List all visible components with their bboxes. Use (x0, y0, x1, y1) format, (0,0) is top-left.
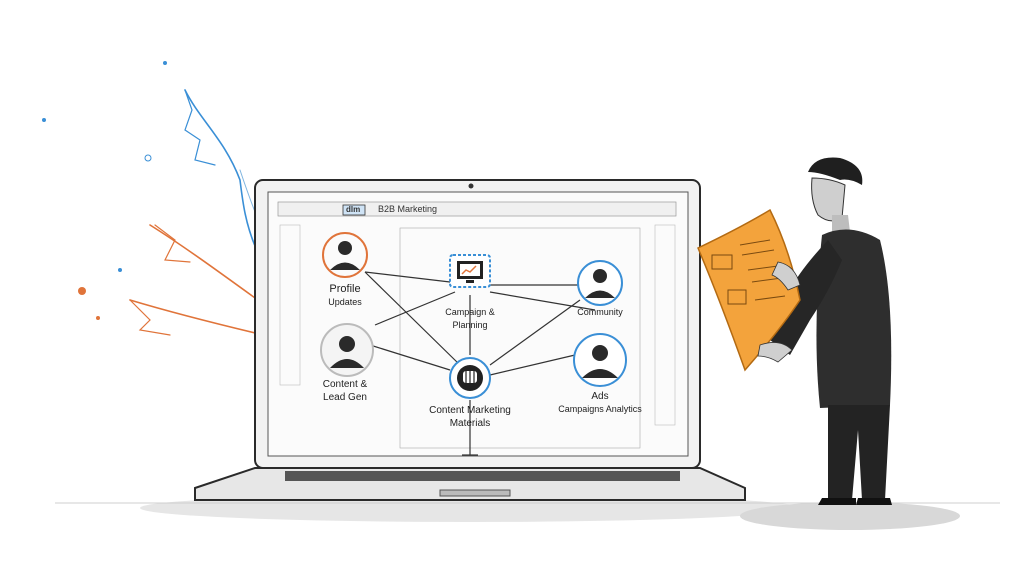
label-content-line2: Lead Gen (323, 392, 367, 403)
person-shadow (740, 502, 960, 530)
node-hub (449, 357, 491, 399)
person-neck (832, 215, 850, 232)
connection-lines (364, 271, 596, 456)
node-ads (573, 333, 627, 387)
person-hand-lower (757, 342, 793, 363)
person-icon (582, 345, 618, 378)
node-profile (322, 232, 368, 278)
laptop-screen (267, 191, 689, 457)
keyboard (285, 471, 680, 481)
person-face (811, 177, 846, 222)
label-profile-line2: Updates (328, 297, 362, 307)
node-campaign (449, 254, 491, 288)
screen-title: B2B Marketing (378, 204, 438, 214)
header-badge: dlm (346, 205, 361, 214)
label-ads: Ads Campaigns Analytics (550, 390, 650, 416)
person-hair (808, 157, 863, 185)
person-icon (330, 241, 360, 270)
label-profile: Profile Updates (300, 283, 390, 309)
person-shoes (818, 498, 892, 505)
label-community-line1: Community (577, 307, 623, 317)
label-campaign-line2: Planning (452, 320, 488, 330)
person-legs (828, 405, 890, 500)
label-campaign-line1: Campaign & (445, 307, 495, 317)
webcam (468, 183, 474, 189)
trackpad-notch (439, 489, 511, 497)
node-community (577, 260, 623, 306)
laptop (194, 179, 746, 501)
person-icon (585, 269, 615, 298)
label-hub-line2: Materials (449, 418, 491, 429)
screen-header (277, 201, 677, 449)
label-ads-line2: Campaigns Analytics (558, 404, 642, 414)
node-content (320, 323, 374, 377)
label-content: Content & Lead Gen (300, 378, 390, 404)
label-hub-line1: Content Marketing (429, 405, 511, 416)
document (697, 208, 801, 372)
fist-icon (457, 365, 483, 391)
person-icon (330, 336, 364, 368)
businessman (770, 157, 892, 505)
label-profile-line1: Profile (329, 283, 361, 295)
label-community: Community (555, 306, 645, 319)
label-ads-line1: Ads (591, 391, 609, 402)
label-content-line1: Content & (322, 379, 368, 390)
person-hand (771, 261, 801, 291)
header-badge-box (342, 204, 366, 216)
label-hub: Content Marketing Materials (415, 404, 525, 430)
label-campaign: Campaign & Planning (420, 306, 520, 332)
monitor-chart-icon (457, 261, 483, 283)
person-arm (770, 240, 842, 355)
